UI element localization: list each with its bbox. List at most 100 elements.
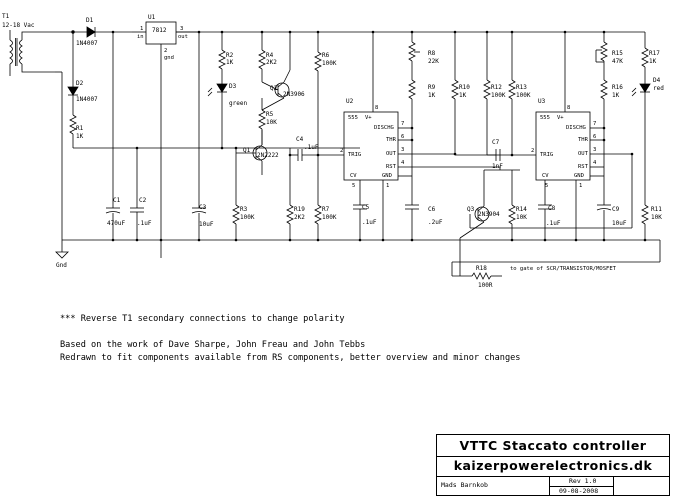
resistor-r7 (314, 155, 322, 240)
ic-u3-555 (535, 32, 632, 240)
svg-text:2: 2 (340, 148, 343, 154)
svg-text:OUT: OUT (386, 151, 397, 157)
d4-value: red (653, 85, 664, 92)
transistor-q3 (459, 170, 490, 276)
resistor-r3 (232, 204, 240, 240)
r12-value: 100K (491, 92, 506, 99)
r10-label: R10 (459, 84, 470, 91)
q1-value: 2N2222 (257, 152, 279, 159)
capacitor-c3 (191, 207, 207, 240)
r13-value: 100K (516, 92, 531, 99)
site-name: kaizerpowerelectronics.dk (437, 456, 669, 477)
r14-value: 10K (516, 214, 527, 221)
resistor-r10 (430, 32, 459, 155)
resistor-r16 (600, 79, 608, 205)
svg-text:1: 1 (579, 183, 582, 189)
u1-gnd-label: gnd (164, 55, 174, 61)
r7-label: R7 (322, 206, 330, 213)
svg-text:DISCHG: DISCHG (374, 125, 394, 131)
r17-value: 1K (649, 58, 657, 65)
svg-text:4: 4 (593, 160, 597, 166)
resistor-r13 (508, 32, 516, 155)
resistor-r19 (286, 148, 294, 240)
c7-label: C7 (492, 139, 500, 146)
svg-text:8: 8 (375, 105, 378, 111)
c9-value: 10uF (612, 220, 627, 227)
r3-label: R3 (240, 206, 248, 213)
c5-label: C5 (362, 204, 370, 211)
svg-text:3: 3 (593, 147, 596, 153)
q3-label: Q3 (467, 206, 475, 213)
svg-text:RST: RST (386, 164, 397, 170)
r18-label: R18 (476, 265, 487, 272)
svg-text:5: 5 (352, 183, 355, 189)
q1-label: Q1 (243, 147, 251, 154)
svg-text:3: 3 (401, 147, 404, 153)
svg-text:6: 6 (401, 134, 404, 140)
diode-d1 (60, 26, 132, 38)
capacitor-c9 (596, 204, 612, 240)
led-d4 (631, 83, 651, 228)
r14-label: R14 (516, 206, 527, 213)
r8-value: 22K (428, 58, 439, 65)
t1-rating: 12-18 Vac (2, 22, 35, 29)
transistor-q1 (235, 130, 268, 205)
positive-rail (176, 31, 646, 48)
r18-value: 100R (478, 282, 493, 289)
led-d3 (207, 83, 228, 148)
c9-label: C9 (612, 206, 620, 213)
r4-label: R4 (266, 52, 274, 59)
u1-in-pin: 1 (140, 26, 143, 32)
resistor-r5 (258, 98, 266, 145)
capacitor-c5 (353, 204, 367, 240)
r16-value: 1K (612, 92, 620, 99)
resistor-r6 (314, 32, 322, 155)
c4-label: C4 (296, 136, 304, 143)
title-block: VTTC Staccato controller kaizerpowerelec… (436, 434, 670, 496)
r15-label: R15 (612, 50, 623, 57)
note-polarity: *** Reverse T1 secondary connections to … (60, 314, 345, 324)
capacitor-c4 (290, 149, 344, 161)
author: Mads Barnkob (441, 481, 488, 489)
resistor-r11 (641, 204, 649, 240)
c3-value: 10uF (199, 221, 214, 228)
svg-text:7: 7 (593, 121, 596, 127)
r12-label: R12 (491, 84, 502, 91)
resistor-r18 (451, 240, 661, 280)
u3-label: U3 (538, 98, 546, 105)
u1-label: U1 (148, 14, 156, 21)
r2-value: 1K (226, 59, 234, 66)
u1-value: 7812 (152, 27, 167, 34)
svg-text:5: 5 (545, 183, 548, 189)
potentiometer-r8 (408, 41, 420, 80)
date: 09-08-2008 (559, 487, 599, 495)
q3-value: 2N3904 (478, 211, 500, 218)
r19-value: 2K2 (294, 214, 305, 221)
d1-label: D1 (86, 17, 94, 24)
d1-value: 1N4007 (76, 40, 98, 47)
r19-label: R19 (294, 206, 305, 213)
resistor-r17 (641, 47, 649, 84)
u1-out-label: out (178, 34, 188, 40)
resistor-r1 (69, 114, 77, 148)
c1-value: 470uF (107, 220, 125, 227)
revision: Rev 1.0 (569, 477, 597, 485)
c4-value: .1uF (304, 144, 319, 151)
svg-text:THR: THR (386, 137, 397, 143)
svg-text:V+: V+ (365, 115, 372, 121)
r16-label: R16 (612, 84, 623, 91)
r1-value: 1K (76, 133, 84, 140)
c8-value: .1uF (546, 220, 561, 227)
resistor-r9 (408, 79, 416, 205)
svg-text:DISCHG: DISCHG (566, 125, 586, 131)
transistor-q2 (261, 32, 291, 111)
resistor-r2 (218, 32, 226, 84)
r10-value: 1K (459, 92, 467, 99)
svg-text:7: 7 (401, 121, 404, 127)
r11-label: R11 (651, 206, 662, 213)
r3-value: 100K (240, 214, 255, 221)
svg-text:CV: CV (350, 173, 357, 179)
svg-text:TRIG: TRIG (540, 152, 553, 158)
r9-value: 1K (428, 92, 436, 99)
svg-text:6: 6 (593, 134, 596, 140)
